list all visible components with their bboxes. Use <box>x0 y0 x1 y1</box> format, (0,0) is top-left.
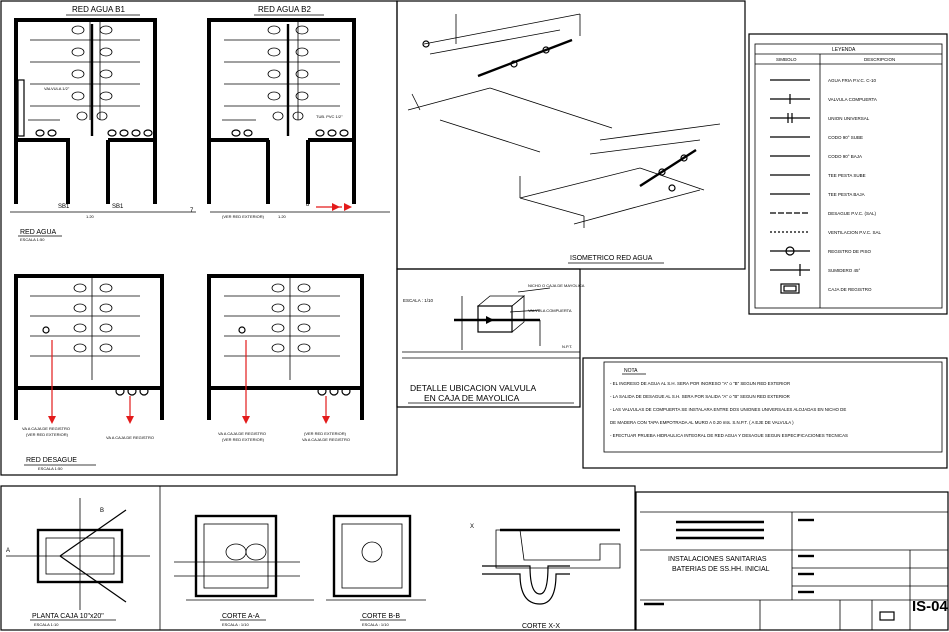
legend-item-7: TEE PESTA BAJA <box>828 192 865 197</box>
title-planta-caja: PLANTA CAJA 10"x20" <box>32 613 104 620</box>
detail-corte-xx: X CORTE X-X <box>470 524 621 630</box>
scale-corte-aa: ESCALA : 1/10 <box>222 622 249 627</box>
legend: LEYENDA SIMBOLO DESCRIPCION AGUA FRIA P.… <box>748 33 948 315</box>
legend-item-11: SUMIDERO 45° <box>828 268 861 273</box>
isometric-drawing: ISOMETRICO RED AGUA <box>407 13 721 264</box>
title-red-agua-b2: RED AGUA B2 <box>258 5 311 14</box>
legend-item-2: VALVULA COMPUERTA <box>828 97 877 102</box>
note-ver-ext-3: (VER RED EXTERIOR) <box>304 431 347 436</box>
corte-xx-label-x: X <box>470 524 474 530</box>
note-valvula: VALVULA 1/2" <box>44 86 70 91</box>
legend-col-symbol: SIMBOLO <box>776 57 797 62</box>
note-line-1: - EL INGRESO DE AGUA AL S.H. SERA POR IN… <box>610 381 790 386</box>
caja-label-a: A <box>6 548 10 554</box>
note-line-2: - LA SALIDA DE DESAGUE AL S.H. SERA POR … <box>610 394 790 399</box>
legend-item-8: DESAGUE P.V.C. (SAL) <box>828 211 877 216</box>
valve-label-valvula: VALVULA COMPUERTA <box>528 308 572 313</box>
detail-corte-aa: CORTE A-A ESCALA : 1/10 <box>174 514 314 627</box>
title-red-agua: RED AGUA <box>20 229 57 236</box>
note-va-caja-2: VA A CAJA DE REGISTRO <box>106 435 154 440</box>
legend-item-3: UNION UNIVERSAL <box>828 116 870 121</box>
title-block: INSTALACIONES SANITARIAS BATERIAS DE SS.… <box>640 511 949 630</box>
note-line-4: DE MADERA CON TAPA EMPOTRADA AL MURO A 0… <box>610 420 794 425</box>
legend-item-5: CODO 90° BAJA <box>828 154 862 159</box>
title-corte-xx: CORTE X-X <box>522 623 560 630</box>
valve-title-2: EN CAJA DE MAYOLICA <box>424 393 520 403</box>
caja-label-b: B <box>100 508 104 514</box>
detail-planta-caja: A B PLANTA CAJA 10"x20" ESCALA 1:10 <box>6 486 161 630</box>
legend-item-6: TEE PESTA SUBE <box>828 173 866 178</box>
dim-mid: 1.20 <box>278 214 287 219</box>
project-name-2: BATERIAS DE SS.HH. INICIAL <box>672 566 770 573</box>
note-va-caja-4: VA A CAJA DE REGISTRO <box>302 437 350 442</box>
title-corte-bb: CORTE B-B <box>362 613 400 620</box>
marker-7: 7 <box>190 208 194 214</box>
scale-planta-caja: ESCALA 1:10 <box>34 622 59 627</box>
title-isometrico: ISOMETRICO RED AGUA <box>570 255 653 262</box>
notes-title: NOTA <box>624 368 638 374</box>
plan-red-agua-b2: RED AGUA B2 TUB. PVC 1/2" 8 <box>207 5 390 219</box>
legend-item-1: AGUA FRIA P.V.C. C-10 <box>828 78 877 83</box>
label-sb1-left: SB1 <box>58 204 70 210</box>
scale-red-agua: ESCALA 1:50 <box>20 237 45 242</box>
legend-item-4: CODO 90° SUBE <box>828 135 863 140</box>
note-va-caja-3: VA A CAJA DE REGISTRO <box>218 431 266 436</box>
scale-corte-bb: ESCALA : 1/10 <box>362 622 389 627</box>
title-red-agua-b1: RED AGUA B1 <box>72 5 125 14</box>
marker-8: 8 <box>306 202 310 208</box>
scale-red-desague: ESCALA 1:50 <box>38 466 63 471</box>
dim-left: 1.20 <box>86 214 95 219</box>
note-ver-ext-1: (VER RED EXTERIOR) <box>26 432 69 437</box>
valve-scale: ESCALA : 1/10 <box>403 298 434 303</box>
note-red-exterior: (VER RED EXTERIOR) <box>222 214 265 219</box>
notes-box: NOTA - EL INGRESO DE AGUA AL S.H. SERA P… <box>582 357 948 469</box>
legend-col-desc: DESCRIPCION <box>864 57 895 62</box>
valve-label-caja: NICHO O CAJA DE MAYOLICA <box>528 283 585 288</box>
title-corte-aa: CORTE A-A <box>222 613 260 620</box>
note-va-caja-1: VA A CAJA DE REGISTRO <box>22 426 70 431</box>
label-sb1-right: SB1 <box>112 204 124 210</box>
detail-corte-bb: CORTE B-B ESCALA : 1/10 <box>326 514 426 627</box>
legend-title: LEYENDA <box>832 47 856 53</box>
legend-item-10: REGISTRO DE PISO <box>828 249 872 254</box>
note-line-5: - EFECTUAR PRUEBA HIDRAULICA INTEGRAL DE… <box>610 433 848 438</box>
sheet-code: IS-04 <box>912 598 949 615</box>
note-tubo: TUB. PVC 1/2" <box>316 114 343 119</box>
valve-title-1: DETALLE UBICACION VALVULA <box>410 383 536 393</box>
valve-label-npt: N.P.T. <box>562 344 572 349</box>
plan-red-agua-b1: RED AGUA B1 VALVULA 1/2" SB1 <box>10 5 196 242</box>
project-name-1: INSTALACIONES SANITARIAS <box>668 556 767 563</box>
legend-item-9: VENTILACION P.V.C. SAL <box>828 230 882 235</box>
legend-item-12: CAJA DE REGISTRO <box>828 287 872 292</box>
note-ver-ext-2: (VER RED EXTERIOR) <box>222 437 265 442</box>
valve-detail: ESCALA : 1/10 NICHO O CAJA DE MAYOLICA V… <box>402 283 585 404</box>
note-line-3: - LAS VALVULAS DE COMPUERTA SE INSTALARA… <box>610 407 846 412</box>
title-red-desague: RED DESAGUE <box>26 457 77 464</box>
plan-red-desague: VA A CAJA DE REGISTRO (VER RED EXTERIOR)… <box>14 274 364 471</box>
